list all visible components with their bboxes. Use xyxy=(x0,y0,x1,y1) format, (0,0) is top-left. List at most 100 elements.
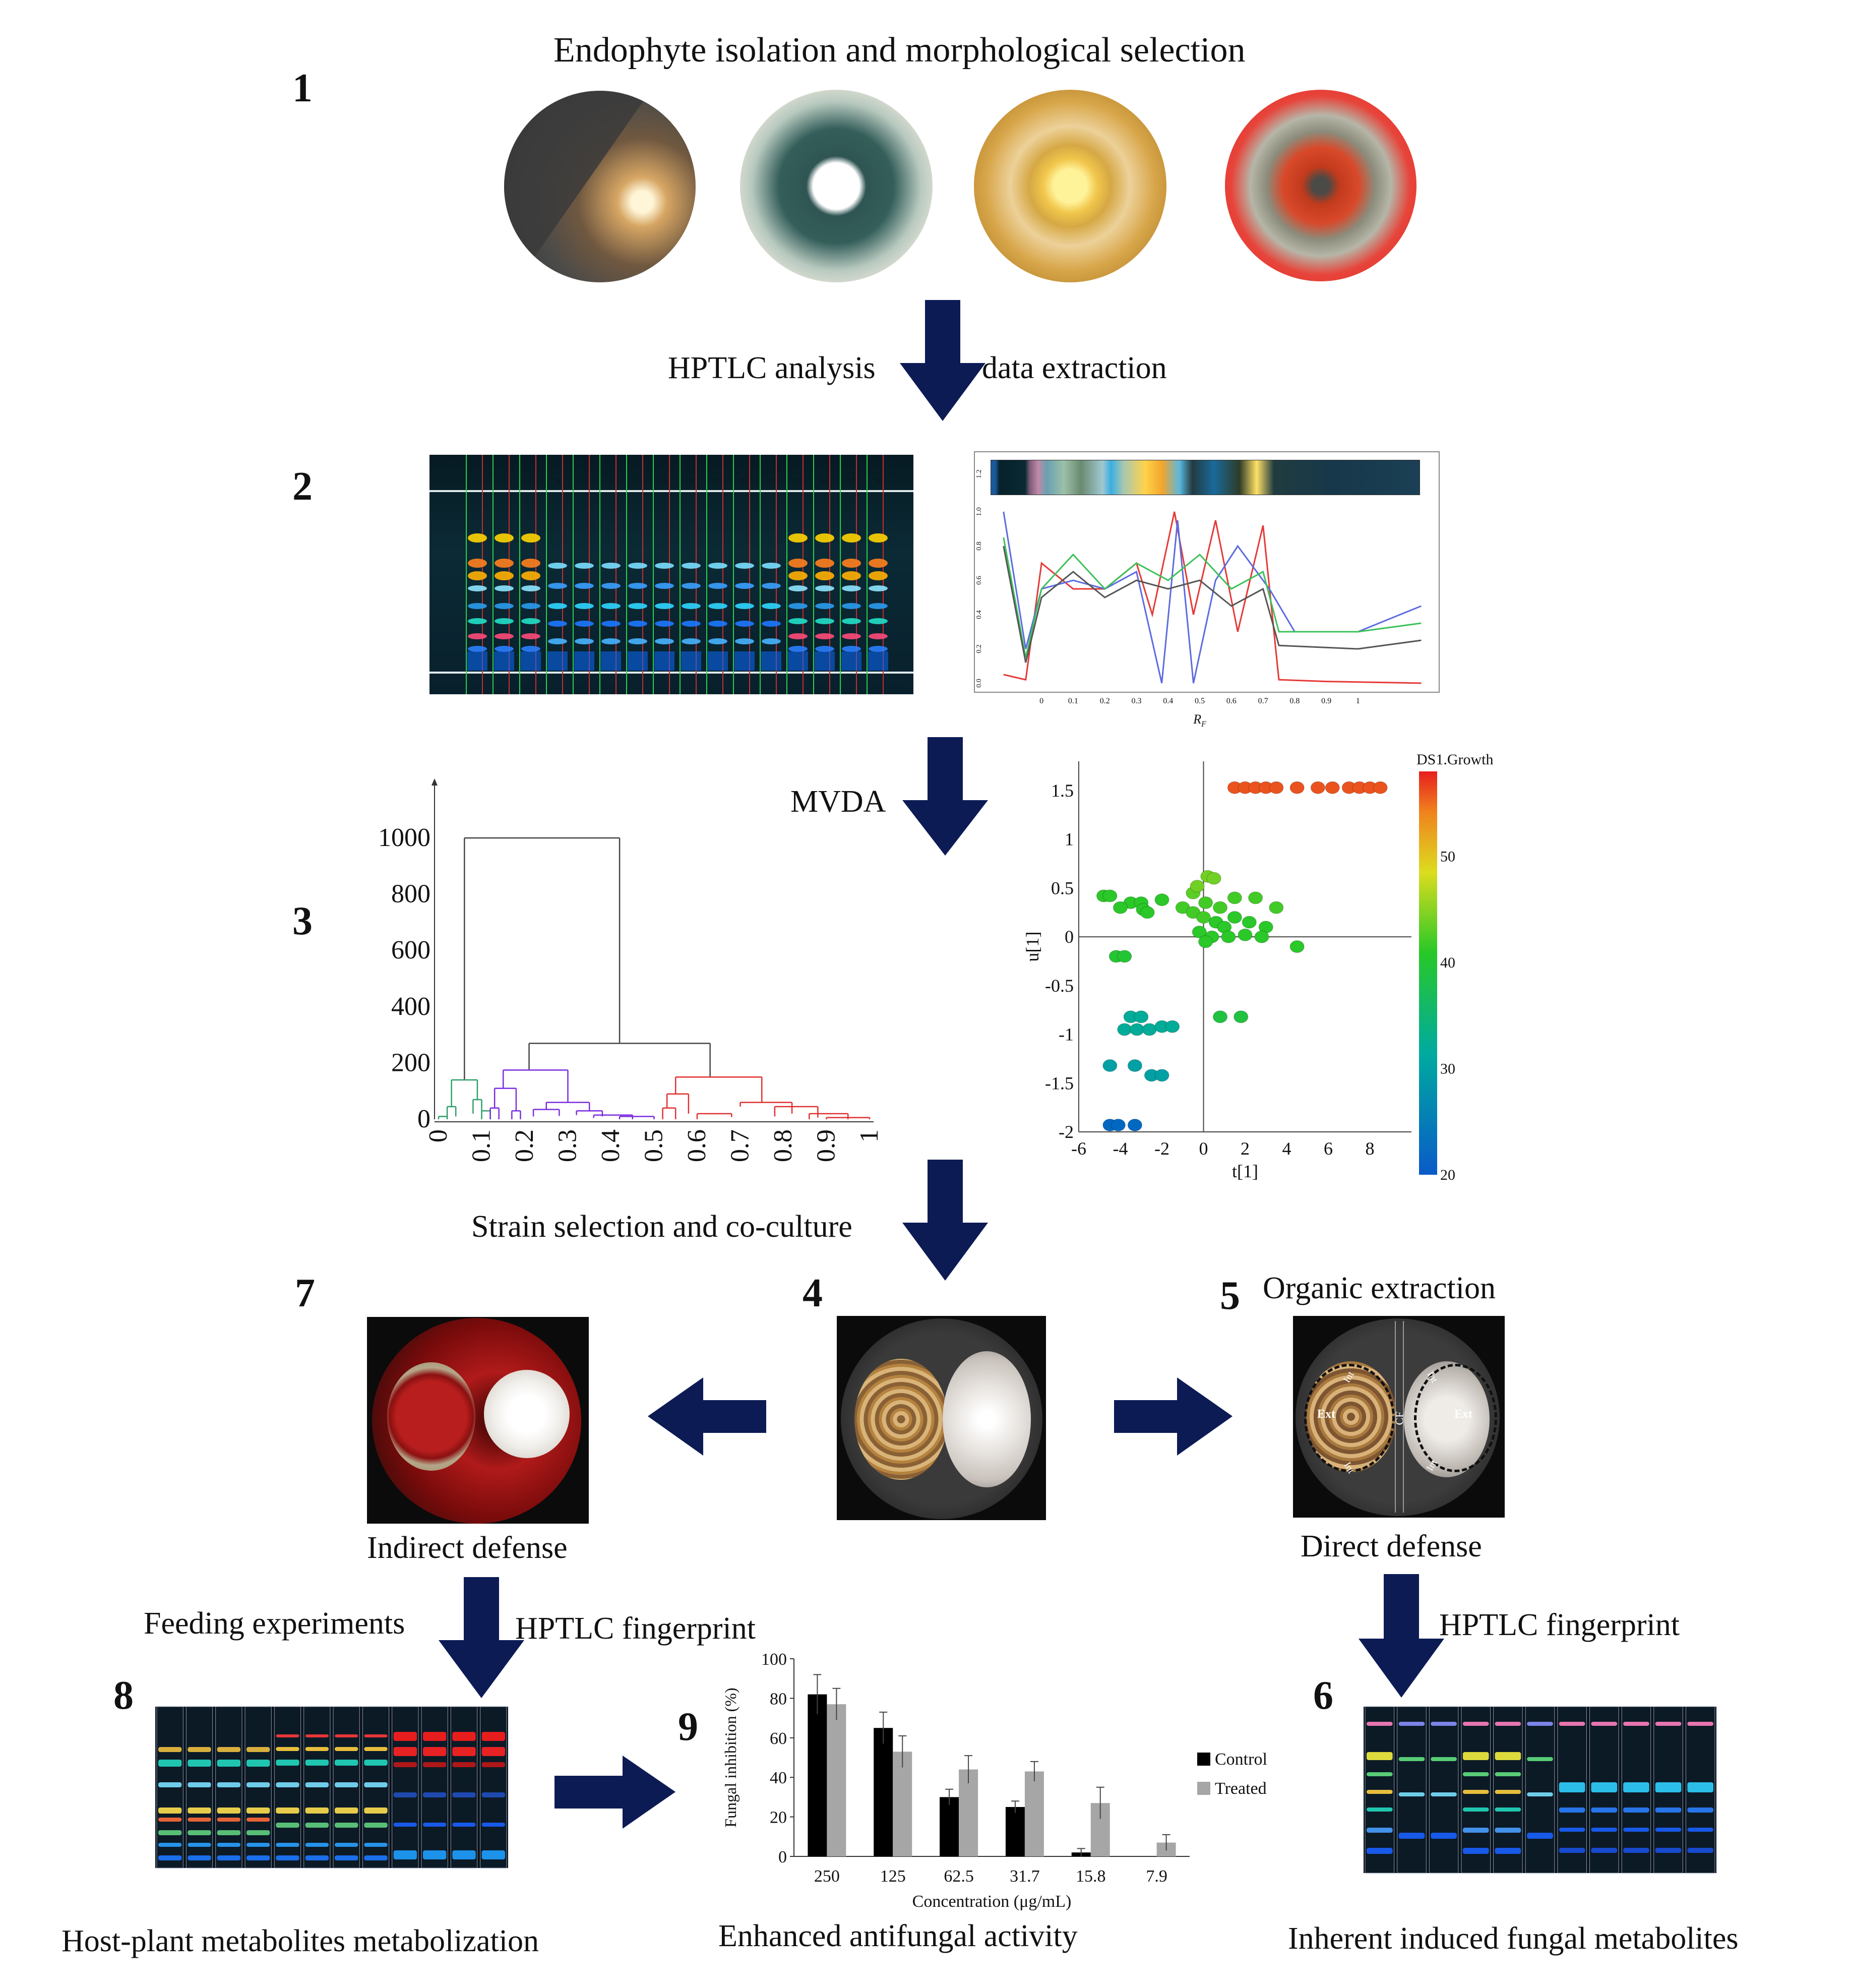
hptlc-band xyxy=(468,559,487,568)
hptlc-band xyxy=(601,603,621,609)
hptlc-band xyxy=(842,633,861,639)
scatter-point xyxy=(1206,872,1221,885)
scatter-point xyxy=(1154,1069,1169,1082)
hptlc-band xyxy=(708,563,727,569)
fingerprint-band xyxy=(1527,1833,1553,1839)
dendrogram-x-tick: 0.1 xyxy=(467,1129,496,1162)
hptlc-fingerprint-feeding xyxy=(155,1706,508,1869)
scatter-colorbar-tick: 50 xyxy=(1440,848,1455,865)
lane-number: 9 xyxy=(690,477,693,485)
hptlc-band xyxy=(735,563,754,569)
hptlc-band xyxy=(815,533,834,543)
hptlc-band xyxy=(842,533,861,543)
dendrogram-y-tick: 200 xyxy=(391,1048,430,1077)
scatter-point xyxy=(1142,1023,1157,1036)
fingerprint-band xyxy=(423,1792,447,1797)
bar-control xyxy=(808,1694,827,1856)
dendrogram-x-tick: 0.2 xyxy=(510,1129,539,1162)
scatter-point xyxy=(1198,896,1213,909)
scatter-colorbar-tick: 30 xyxy=(1440,1060,1455,1077)
hptlc-band xyxy=(815,646,834,652)
densitogram-x-tick: 0.4 xyxy=(1163,697,1173,705)
bar-x-label: Concentration (μg/mL) xyxy=(912,1892,1072,1911)
arrow-2-label: MVDA xyxy=(790,785,886,819)
scatter-colorbar-tick: 20 xyxy=(1440,1167,1455,1183)
scatter-y-tick: -1 xyxy=(1059,1025,1074,1045)
hptlc-band xyxy=(869,646,888,652)
fingerprint-band xyxy=(246,1843,270,1847)
bar-y-tick: 40 xyxy=(770,1769,787,1787)
fingerprint-band xyxy=(188,1747,211,1752)
fingerprint-band xyxy=(452,1732,476,1741)
hptlc-band xyxy=(575,563,594,569)
hptlc-band-bottom xyxy=(574,651,594,671)
hptlc-band xyxy=(682,603,701,609)
caption-inherent: Inherent induced fungal metabolites xyxy=(1288,1921,1739,1956)
dendrogram-y-tick: 400 xyxy=(391,992,430,1021)
fingerprint-band xyxy=(393,1762,417,1767)
hptlc-band xyxy=(495,571,514,580)
scatter-point xyxy=(1269,781,1284,794)
dendrogram-x-tick: 0.6 xyxy=(683,1129,711,1162)
fingerprint-band xyxy=(246,1747,270,1752)
scatter-point xyxy=(1165,1020,1180,1033)
fingerprint-band xyxy=(305,1843,329,1847)
scatter-colorbar-tick: 40 xyxy=(1440,954,1455,971)
hptlc-band xyxy=(601,638,621,644)
step-number-6: 6 xyxy=(1313,1673,1333,1718)
densitogram-x-label-sub: F xyxy=(1201,720,1206,729)
hptlc-band xyxy=(521,559,540,568)
hptlc-band xyxy=(495,633,514,639)
fingerprint-band xyxy=(246,1855,270,1860)
hptlc-band-bottom xyxy=(601,651,621,671)
scatter-y-tick: -2 xyxy=(1059,1122,1074,1142)
scatter-point xyxy=(1213,901,1227,914)
bar-control xyxy=(1005,1807,1025,1856)
fingerprint-band xyxy=(423,1850,447,1859)
fingerprint-band xyxy=(481,1732,505,1741)
fingerprint-band xyxy=(335,1855,358,1860)
culture-plate-green xyxy=(740,90,933,282)
fingerprint-band xyxy=(305,1747,329,1751)
dendrogram-y-tick: 800 xyxy=(391,880,430,909)
hptlc-band-bottom xyxy=(841,651,861,671)
hptlc-band xyxy=(548,638,567,644)
scatter-x-tick: 2 xyxy=(1241,1138,1250,1159)
bar-x-tick: 31.7 xyxy=(1010,1867,1040,1886)
step-number-8: 8 xyxy=(113,1673,134,1718)
label-ext-right: Ext xyxy=(1454,1408,1472,1421)
hptlc-band xyxy=(815,571,834,580)
arrow-left-to-7 xyxy=(648,1377,766,1456)
dendrogram-y-tick: 0 xyxy=(417,1105,430,1133)
fingerprint-band xyxy=(188,1843,211,1847)
fingerprint-band xyxy=(276,1823,299,1828)
densitogram-y-tick: 1.0 xyxy=(975,507,983,516)
scatter-point xyxy=(1227,891,1242,905)
lane-number: 3 xyxy=(529,477,533,485)
densitogram-y-tick: 0.6 xyxy=(975,576,983,585)
densitogram-series-line xyxy=(1003,537,1422,658)
coculture-photo-center xyxy=(837,1316,1046,1520)
fingerprint-background xyxy=(155,1707,508,1868)
lane-number: 4 xyxy=(556,477,560,485)
fingerprint-band xyxy=(335,1734,358,1737)
hptlc-band xyxy=(628,563,647,569)
fingerprint-band xyxy=(1687,1782,1713,1792)
hptlc-band xyxy=(869,633,888,639)
fingerprint-band xyxy=(1655,1782,1682,1792)
bar-x-tick: 62.5 xyxy=(944,1867,974,1886)
scatter-y-tick: -0.5 xyxy=(1045,976,1074,996)
scatter-point xyxy=(1130,1023,1144,1036)
fingerprint-band xyxy=(1623,1782,1649,1792)
fingerprint-band xyxy=(158,1843,182,1847)
scatter-point xyxy=(1154,893,1169,907)
bar-x-tick: 125 xyxy=(880,1867,906,1886)
hptlc-band xyxy=(788,603,808,609)
fingerprint-band xyxy=(1623,1828,1649,1832)
fingerprint-band xyxy=(481,1850,505,1859)
fingerprint-band xyxy=(1591,1722,1618,1726)
densitogram-y-tick: 0.4 xyxy=(975,610,983,619)
